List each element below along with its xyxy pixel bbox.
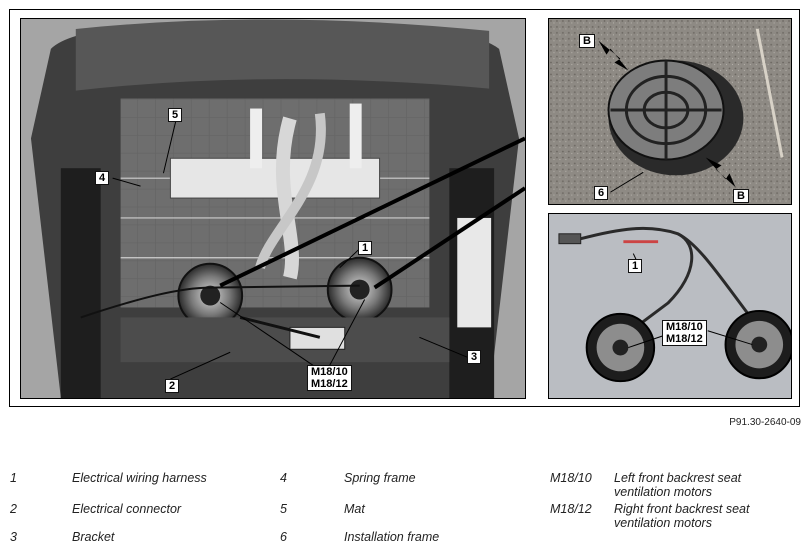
legend-text-6: Installation frame xyxy=(344,530,440,544)
callout-1: 1 xyxy=(358,241,373,255)
detail-photo-installation-frame: B B 6 xyxy=(548,18,792,205)
legend-key-5: 5 xyxy=(280,502,287,516)
legend-key-2: 2 xyxy=(10,502,17,516)
callout-2: 2 xyxy=(165,379,180,393)
figure-id: P91.30-2640-09 xyxy=(729,417,801,428)
legend-text-3: Bracket xyxy=(72,530,115,544)
callout-m18-detail: M18/10 M18/12 xyxy=(662,320,707,346)
legend-text-m18-10: Left front backrest seat ventilation mot… xyxy=(614,471,742,499)
callout-b-bottom: B xyxy=(733,189,749,203)
callout-m18-10-detail: M18/10 xyxy=(666,321,703,333)
legend-key-4: 4 xyxy=(280,471,287,485)
callout-m18-12-main: M18/12 xyxy=(311,378,348,390)
callout-m18-10-main: M18/10 xyxy=(311,366,348,378)
legend-key-3: 3 xyxy=(10,530,17,544)
detail-bottom-illustration xyxy=(549,214,791,398)
callout-4: 4 xyxy=(95,171,110,185)
detail-photo-ventilation-motors: 1 M18/10 M18/12 xyxy=(548,213,792,399)
callout-3: 3 xyxy=(467,350,482,364)
callout-6: 6 xyxy=(594,186,609,200)
callout-b-top: B xyxy=(579,34,595,48)
legend-text-4: Spring frame xyxy=(344,471,416,485)
legend: 1 Electrical wiring harness 2 Electrical… xyxy=(0,466,811,550)
figure-frame: 5 4 1 2 3 M18/10 M18/12 xyxy=(9,9,800,407)
callout-m18-12-detail: M18/12 xyxy=(666,333,703,345)
legend-text-m18-12: Right front backrest seat ventilation mo… xyxy=(614,502,750,530)
legend-key-6: 6 xyxy=(280,530,287,544)
callout-m18-main: M18/10 M18/12 xyxy=(307,365,352,391)
legend-key-m18-10: M18/10 xyxy=(550,471,592,485)
callout-1-detail: 1 xyxy=(628,259,643,273)
callout-5: 5 xyxy=(168,108,183,122)
legend-key-1: 1 xyxy=(10,471,17,485)
detail-top-illustration xyxy=(549,19,791,204)
main-photo: 5 4 1 2 3 M18/10 M18/12 xyxy=(20,18,526,399)
main-photo-illustration xyxy=(21,19,525,398)
legend-key-m18-12: M18/12 xyxy=(550,502,592,516)
legend-text-1: Electrical wiring harness xyxy=(72,471,207,485)
legend-text-5: Mat xyxy=(344,502,365,516)
legend-text-2: Electrical connector xyxy=(72,502,182,516)
